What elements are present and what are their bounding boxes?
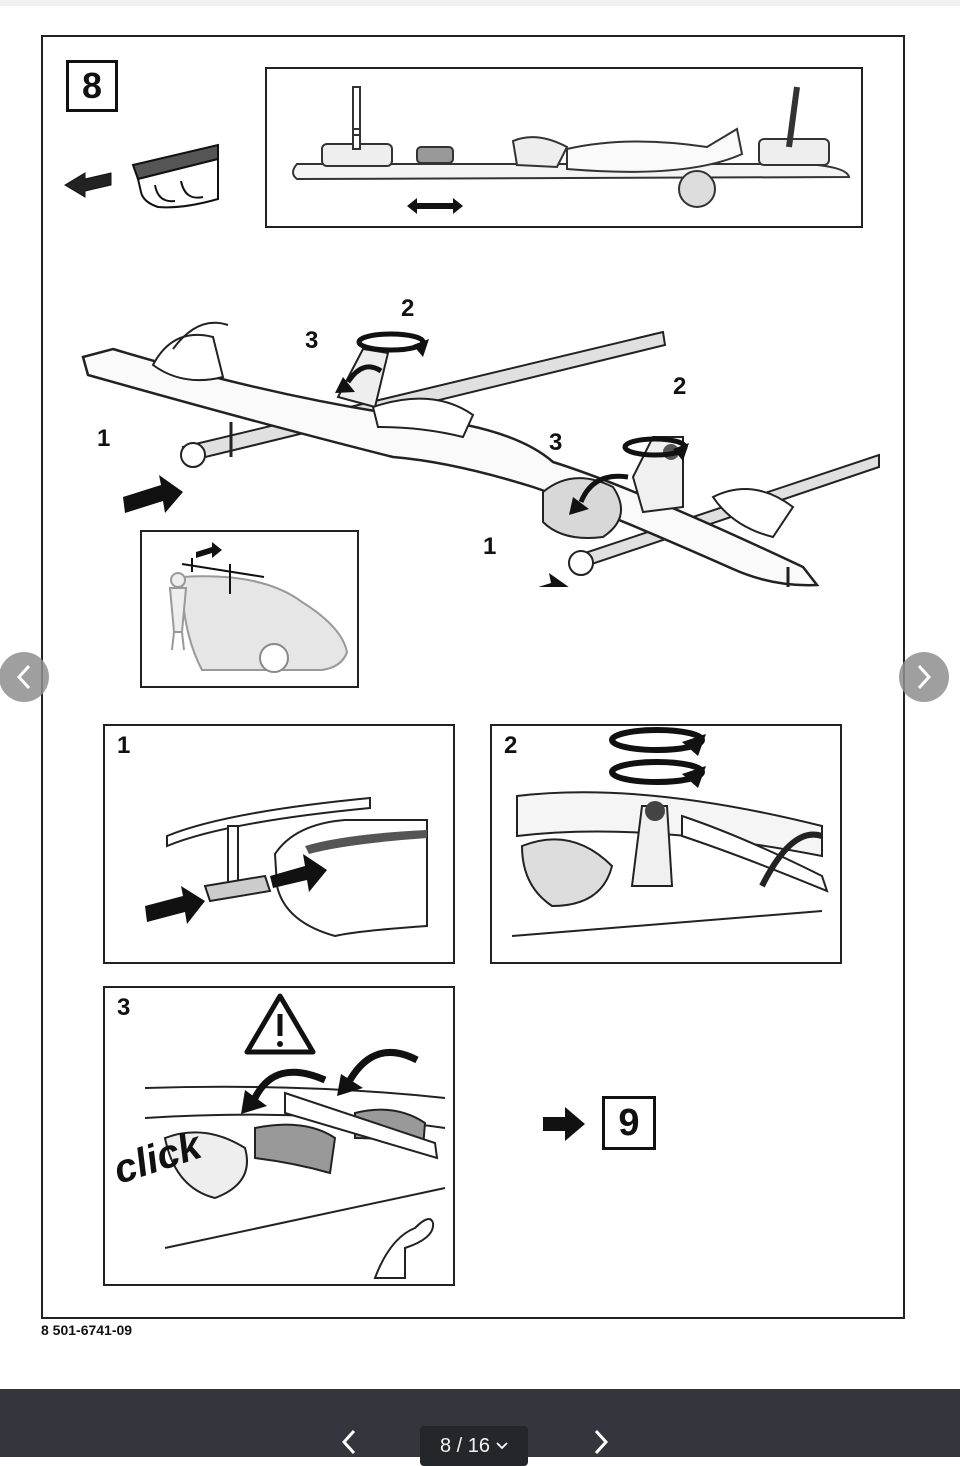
detail-panel-2: 2	[490, 724, 842, 964]
page-selector[interactable]: 8 / 16	[420, 1426, 528, 1466]
click-lock-drawing	[144, 993, 446, 1279]
manual-page: 8	[41, 35, 905, 1319]
chevron-left-icon	[16, 664, 31, 690]
step-number-box: 8	[66, 60, 118, 112]
callout-3-top: 3	[305, 327, 319, 354]
callout-2-right: 2	[673, 373, 687, 400]
next-page-side-button[interactable]	[899, 652, 949, 702]
next-step-arrow-icon	[543, 1107, 585, 1141]
next-page-button[interactable]	[586, 1424, 616, 1460]
detail-panel-1-number: 1	[117, 732, 131, 759]
t-bolt-slot-drawing	[145, 796, 428, 938]
next-step-number: 9	[618, 1101, 640, 1144]
callout-1-left: 1	[97, 425, 111, 452]
top-strip	[0, 0, 960, 6]
document-code: 8 501-6741-09	[41, 1322, 133, 1338]
callout-1-right: 1	[483, 533, 497, 560]
detail-panel-3: 3 click	[103, 986, 455, 1286]
chevron-left-icon	[341, 1429, 356, 1455]
page-indicator: 8 / 16	[439, 1434, 491, 1457]
car-with-person-drawing	[168, 542, 349, 673]
carrier-side-view-panel	[265, 67, 863, 228]
next-step-box: 9	[602, 1096, 656, 1150]
previous-page-button[interactable]	[334, 1424, 364, 1460]
detail-panel-3-number: 3	[117, 994, 131, 1021]
rail-slide-illustration	[64, 143, 219, 209]
chevron-right-icon	[917, 664, 932, 690]
knob-tightening-drawing	[511, 727, 829, 937]
step-number: 8	[81, 65, 103, 106]
chevron-down-icon	[496, 1442, 508, 1450]
previous-page-side-button[interactable]	[0, 652, 49, 702]
callout-3-right: 3	[549, 429, 563, 456]
main-carrier-illustration	[81, 321, 880, 587]
detail-panel-1: 1	[103, 724, 455, 964]
carrier-side-view-drawing	[292, 86, 851, 214]
car-measurement-panel	[140, 530, 359, 688]
detail-panel-2-number: 2	[504, 732, 518, 759]
callout-2-top: 2	[401, 295, 415, 322]
chevron-right-icon	[594, 1429, 609, 1455]
